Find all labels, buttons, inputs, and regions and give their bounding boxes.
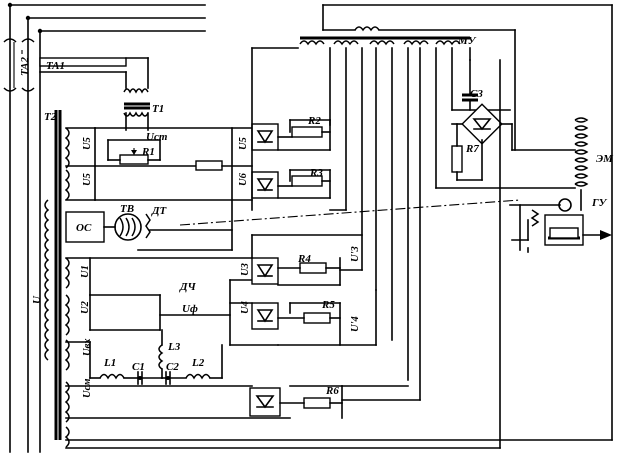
label-ust: Uст xyxy=(146,131,168,143)
label-uvx: Uвх xyxy=(82,338,93,356)
transformer-t2 xyxy=(44,110,96,448)
label-r5: R5 xyxy=(321,299,335,311)
label-usm: Uсм xyxy=(82,379,93,398)
c3-r7-block xyxy=(435,59,576,189)
label-l2: L2 xyxy=(191,357,205,369)
current-transformer-ta1 xyxy=(39,57,150,131)
label-c2: C2 xyxy=(166,361,179,373)
filter-section xyxy=(65,329,223,385)
magnetic-amplifier-mu xyxy=(299,4,613,441)
label-ta2: TA2 xyxy=(19,57,31,76)
labels: TA2 TA1 T1 T2 Uст U5 U5 U5 U6 R1 R2 R3 R… xyxy=(19,35,614,398)
label-t1: T1 xyxy=(152,103,164,115)
label-mu: МУ xyxy=(457,35,477,47)
label-u5c: U5 xyxy=(238,137,249,150)
three-phase-bus xyxy=(3,2,206,453)
label-uf: Uф xyxy=(182,303,198,315)
label-gu: ГУ xyxy=(591,197,608,209)
label-u5a: U5 xyxy=(82,137,93,150)
label-c1: C1 xyxy=(132,361,145,373)
label-u1: U1 xyxy=(80,265,91,278)
label-r2: R2 xyxy=(307,115,321,127)
hydraulic-unit-gu xyxy=(509,204,612,253)
oc-tv-dt-block xyxy=(65,211,233,251)
label-dch: ДЧ xyxy=(179,281,197,293)
label-u6: U6 xyxy=(238,172,249,186)
label-ta1: TA1 xyxy=(46,60,65,72)
label-u3: U3 xyxy=(240,263,251,276)
label-r6: R6 xyxy=(325,385,339,397)
label-l3: L3 xyxy=(167,341,181,353)
u5-u6-section xyxy=(94,47,347,251)
label-r4: R4 xyxy=(297,253,311,265)
label-em: ЭМ xyxy=(596,153,614,165)
usm-r6-section xyxy=(65,59,613,449)
label-u: U xyxy=(31,295,43,304)
label-dt: ДТ xyxy=(151,205,168,217)
label-tv: ТВ xyxy=(120,203,134,215)
label-t2: T2 xyxy=(44,111,57,123)
label-u4p: U'4 xyxy=(350,316,361,332)
label-r1: R1 xyxy=(141,146,155,158)
label-os: ОС xyxy=(76,222,92,234)
electromagnet-em xyxy=(558,117,589,212)
label-u5b: U5 xyxy=(82,173,93,186)
label-u3p: U'3 xyxy=(350,246,361,262)
label-c3: C3 xyxy=(470,88,483,100)
label-r7: R7 xyxy=(465,143,479,155)
label-l1: L1 xyxy=(103,357,116,369)
dch-section xyxy=(65,234,377,346)
label-u2: U2 xyxy=(80,300,91,314)
label-u4: U4 xyxy=(240,301,251,314)
label-r3: R3 xyxy=(309,167,323,179)
